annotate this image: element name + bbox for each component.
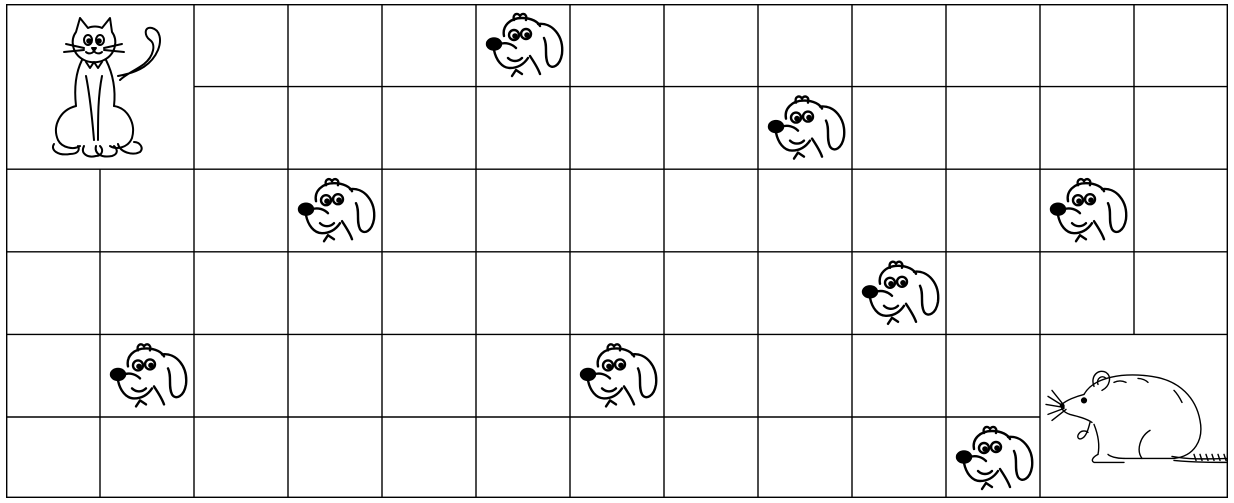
game-board — [6, 4, 1228, 503]
grid — [6, 4, 1228, 498]
dog-icon — [1051, 179, 1126, 241]
grid-lines — [6, 4, 1228, 498]
dog-icon — [487, 14, 562, 76]
dog-icon — [111, 344, 186, 406]
dog-icon — [581, 344, 656, 406]
mouse-icon — [1046, 371, 1228, 462]
dog-icon — [769, 97, 844, 159]
dog-icon — [863, 262, 938, 324]
cat-icon — [53, 18, 160, 157]
dog-icon — [299, 179, 374, 241]
dog-icon — [957, 427, 1032, 489]
board-border — [7, 5, 1228, 498]
